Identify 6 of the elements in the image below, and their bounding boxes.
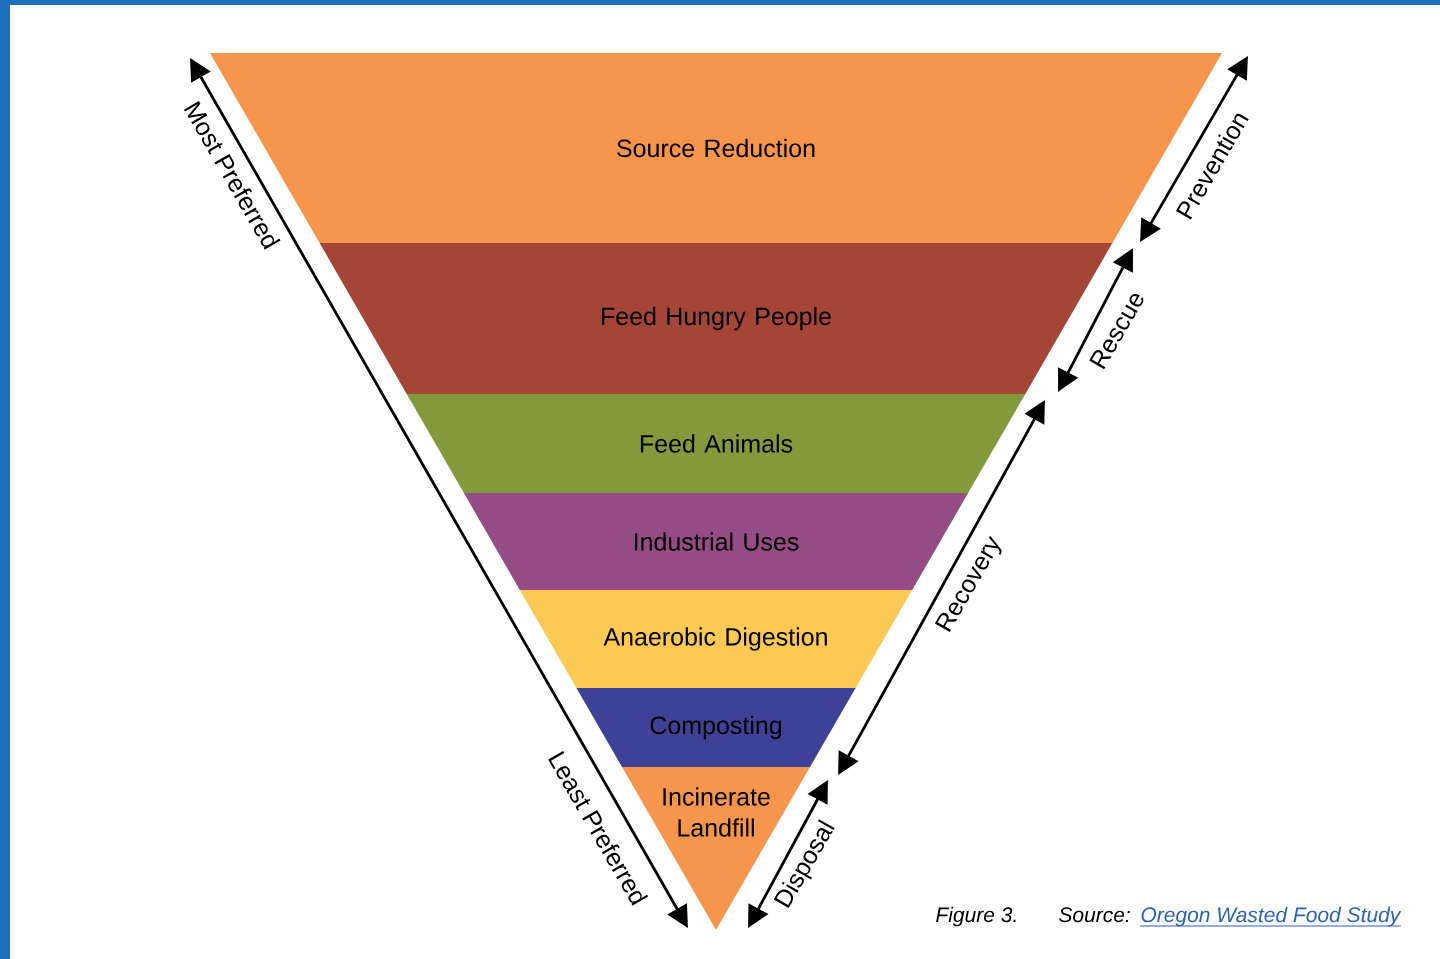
figure-caption: Figure 3. (936, 906, 1016, 927)
source-label: Source: (1059, 907, 1130, 923)
hierarchy-band: Feed Animals (406, 394, 1026, 493)
hierarchy-band: Composting (576, 688, 856, 767)
source-link: Oregon Wasted Food Study (1139, 906, 1402, 927)
hierarchy-band: Anaerobic Digestion (519, 590, 913, 688)
